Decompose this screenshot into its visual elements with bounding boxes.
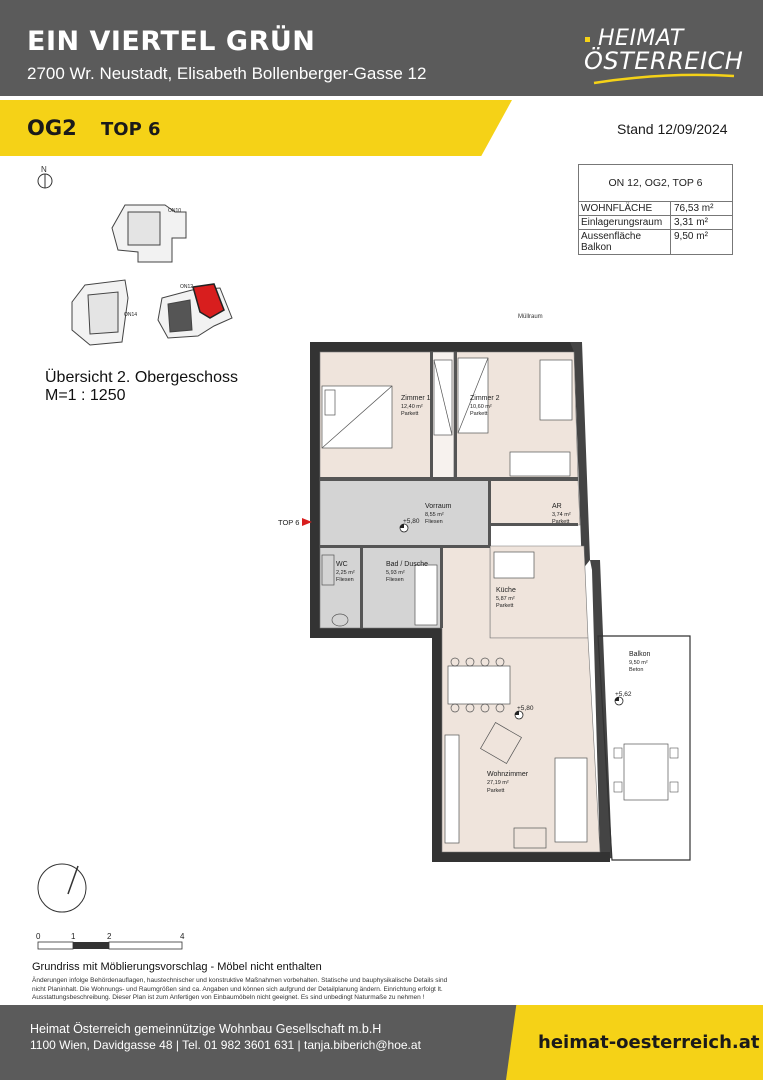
height-label: +5,62 bbox=[615, 691, 632, 698]
room-name: Küche bbox=[496, 587, 516, 594]
area-label: Aussenfläche Balkon bbox=[579, 230, 671, 254]
furniture-note: Grundriss mit Möblierungsvorschlag - Möb… bbox=[32, 961, 322, 973]
height-markers: +5,80 +5,80 +5,62 bbox=[399, 518, 632, 720]
scale-tick: 0 bbox=[36, 932, 41, 941]
room-name: Balkon bbox=[629, 651, 651, 658]
overview-caption: Übersicht 2. Obergeschoss M=1 : 1250 bbox=[45, 369, 238, 405]
footer-url-band bbox=[506, 1005, 763, 1080]
page-header bbox=[0, 0, 763, 96]
room-area: 27,19 m² bbox=[487, 780, 509, 786]
area-label: WOHNFLÄCHE bbox=[579, 202, 671, 215]
area-value: 9,50 m² bbox=[674, 231, 708, 242]
height-label: +5,80 bbox=[403, 518, 420, 525]
level-banner bbox=[0, 100, 512, 156]
furniture bbox=[321, 357, 588, 849]
north-arrow-icon: N bbox=[37, 165, 53, 189]
room-area: 8,55 m² bbox=[425, 512, 444, 518]
area-row: Einlagerungsraum 3,31 m² bbox=[579, 216, 732, 230]
plan-date: Stand 12/09/2024 bbox=[617, 121, 728, 137]
room-name: AR bbox=[552, 503, 562, 510]
site-overview bbox=[71, 204, 233, 346]
interior-walls bbox=[320, 352, 578, 628]
building-label: ON10 bbox=[168, 208, 181, 214]
room-floor: Beton bbox=[629, 667, 643, 673]
area-label: Einlagerungsraum bbox=[579, 216, 671, 229]
area-row: Aussenfläche Balkon 9,50 m² bbox=[579, 230, 732, 254]
room-floor: Parkett bbox=[487, 788, 505, 794]
scale-tick: 4 bbox=[180, 932, 185, 941]
area-row: WOHNFLÄCHE 76,53 m² bbox=[579, 202, 732, 216]
logo-swoosh-icon bbox=[585, 37, 735, 85]
room-area: 2,25 m² bbox=[336, 570, 355, 576]
overview-scale: M=1 : 1250 bbox=[45, 387, 126, 404]
room-floor: Parkett bbox=[470, 411, 488, 417]
building-label: ON12 bbox=[180, 284, 193, 290]
room-name: Zimmer 1 bbox=[401, 395, 431, 402]
room-area: 12,40 m² bbox=[401, 404, 423, 410]
scale-tick: 2 bbox=[107, 932, 112, 941]
project-title: EIN VIERTEL GRÜN bbox=[27, 26, 316, 57]
website-link[interactable]: heimat-oesterreich.at bbox=[538, 1032, 760, 1053]
balcony bbox=[597, 635, 691, 861]
logo-line1: HEIMAT bbox=[598, 26, 684, 51]
entry-label: TOP 6 bbox=[278, 518, 299, 527]
project-address: 2700 Wr. Neustadt, Elisabeth Bollenberge… bbox=[27, 64, 427, 83]
floor-plan-drawing: N ON10 ON12 ON14 Müllraum bbox=[36, 165, 691, 950]
area-table: ON 12, OG2, TOP 6 WOHNFLÄCHE 76,53 m² Ei… bbox=[578, 164, 733, 255]
unit-number: TOP 6 bbox=[101, 119, 161, 140]
footer-contact: 1100 Wien, Davidgasse 48 | Tel. 01 982 3… bbox=[30, 1038, 421, 1052]
room-floor: Parkett bbox=[496, 603, 514, 609]
room-area: 5,87 m² bbox=[496, 596, 515, 602]
room-labels: Zimmer 1 12,40 m² Parkett Zimmer 2 10,60… bbox=[336, 395, 651, 794]
exterior-walls bbox=[310, 342, 612, 862]
area-value: 3,31 m² bbox=[674, 217, 708, 228]
heimat-logo: HEIMAT ÖSTERREICH bbox=[584, 26, 743, 86]
room-area: 10,60 m² bbox=[470, 404, 492, 410]
footer-company: Heimat Österreich gemeinnützige Wohnbau … bbox=[30, 1022, 382, 1036]
room-area: 3,74 m² bbox=[552, 512, 571, 518]
room-name: Wohnzimmer bbox=[487, 771, 529, 778]
north-label: N bbox=[41, 165, 47, 174]
overview-title: Übersicht 2. Obergeschoss bbox=[45, 369, 238, 386]
room-floor: Fliesen bbox=[425, 519, 443, 525]
room-name: Vorraum bbox=[425, 503, 452, 510]
disclaimer-note: Änderungen infolge Behördenauflagen, hau… bbox=[32, 977, 448, 1002]
area-table-caption: ON 12, OG2, TOP 6 bbox=[579, 165, 732, 202]
room-floor: Parkett bbox=[552, 519, 570, 525]
entry-marker: TOP 6 bbox=[278, 518, 312, 527]
height-label: +5,80 bbox=[517, 705, 534, 712]
floor-level: OG2 bbox=[27, 116, 77, 140]
room-area: 9,50 m² bbox=[629, 660, 648, 666]
area-value: 76,53 m² bbox=[674, 203, 714, 214]
room-name: Zimmer 2 bbox=[470, 395, 500, 402]
compass-icon bbox=[37, 863, 87, 913]
room-floor: Parkett bbox=[401, 411, 419, 417]
room-floor: Fliesen bbox=[386, 577, 404, 583]
room-floor: Fliesen bbox=[336, 577, 354, 583]
room-name: Bad / Dusche bbox=[386, 561, 428, 568]
scale-tick: 1 bbox=[71, 932, 76, 941]
building-label: ON14 bbox=[124, 312, 137, 318]
muellraum-label: Müllraum bbox=[518, 314, 543, 320]
logo-line2: ÖSTERREICH bbox=[584, 47, 744, 75]
room-name: WC bbox=[336, 561, 348, 568]
room-area: 5,93 m² bbox=[386, 570, 405, 576]
scale-bar: 0 1 2 4 bbox=[36, 932, 185, 950]
